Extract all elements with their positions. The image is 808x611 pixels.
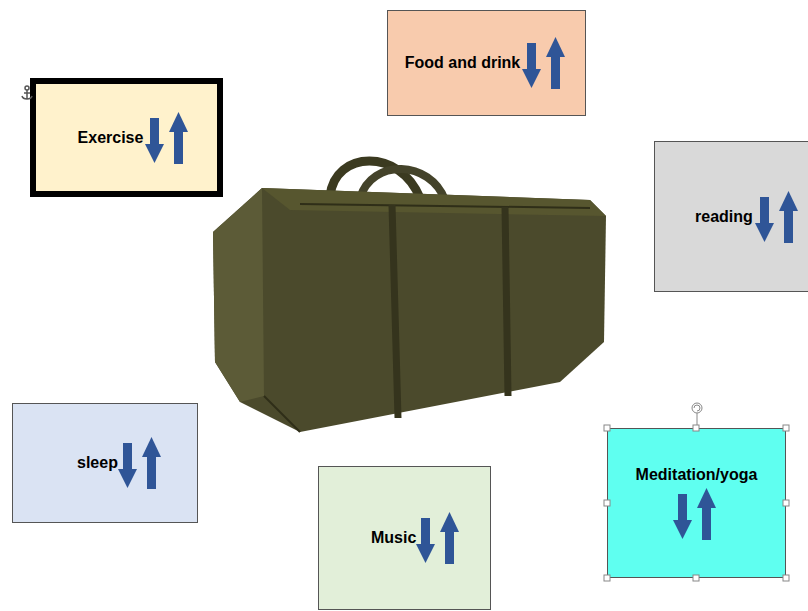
bag-zipper [300,204,590,208]
bag-top [262,188,606,216]
bag-end [213,188,264,402]
up-down-arrows [145,112,193,164]
topic-label: Exercise [78,129,144,147]
bag-strap [392,205,398,418]
selection-handles [604,403,789,581]
bag-strap [505,207,508,396]
topic-box: Meditation/yoga [607,428,786,578]
bag-seam [264,396,300,432]
up-down-arrows [755,191,803,243]
topic-box: sleep [12,403,198,523]
up-down-arrows [673,488,721,540]
topic-label: Food and drink [405,54,521,72]
topic-box: reading [654,141,808,292]
topic-label: reading [695,208,753,226]
topic-label: Music [371,529,416,547]
up-down-arrows [416,512,464,564]
up-down-arrows [522,37,570,89]
up-down-arrows [118,437,166,489]
topic-box: Music [318,466,491,610]
topic-box: Food and drink [387,10,586,116]
bag-body [213,188,606,432]
topic-label: sleep [77,454,118,472]
topic-box: Exercise [30,78,223,197]
topic-label: Meditation/yoga [636,466,758,484]
